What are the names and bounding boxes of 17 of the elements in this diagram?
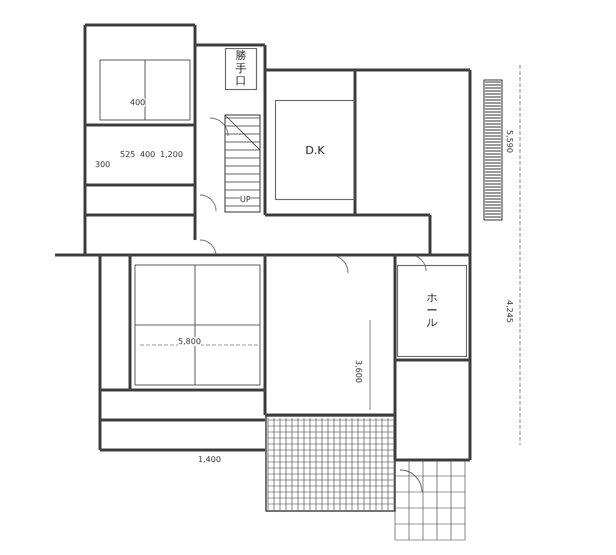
dimension-text: 1,400 <box>198 455 221 464</box>
dimension-text: 525 <box>120 150 136 159</box>
room-name: ホール <box>426 292 438 330</box>
room-box <box>225 48 257 90</box>
dimension-text: 3,600 <box>354 360 363 383</box>
room-name: D.K <box>305 144 325 156</box>
dimension-text: 300 <box>95 160 110 169</box>
dimension-text: 1,200 <box>160 150 183 159</box>
dimension-text: 5,590 <box>505 130 514 153</box>
dimension-text: 400 <box>140 150 156 159</box>
room-name: 勝手口 <box>234 50 248 88</box>
dimension-text: 400 <box>130 98 146 107</box>
room-box <box>275 100 355 200</box>
dimension-text: 4,245 <box>505 300 514 323</box>
room-box <box>397 265 467 357</box>
dimension-text: 5,800 <box>178 337 201 346</box>
stair-direction-text: UP <box>240 195 251 204</box>
